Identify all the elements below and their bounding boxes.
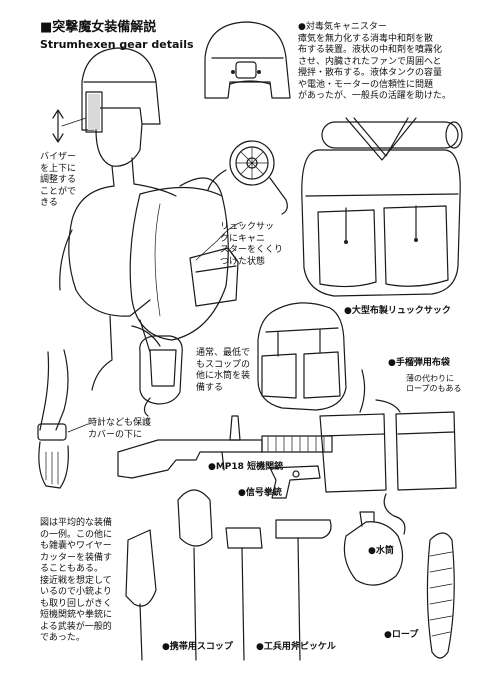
grenade-bag-drawing [319,369,457,535]
grenade-bag-label: ●手榴弾用布袋 [388,358,450,368]
page-title-english: Strumhexen gear details [40,38,194,51]
mess-kit-drawing [139,335,183,417]
pickaxe-label: ●工兵用斧ピッケル [256,642,336,652]
rope-drawing [426,532,455,659]
canister-tied-note: リュックサッ クにキャニ スターをくくり つけた状態 [220,222,284,267]
shovel-canteen-note: 通常、最低で もスコップの 他に水筒を装 備する [196,348,251,393]
mp18-label: ●MP18 短機関銃 [208,462,284,472]
equipment-note: 図は平均的な装備 の一例。この他に も雑嚢やワイヤー カッターを装備す ることも… [40,518,113,643]
small-backpack-drawing [257,302,347,411]
canteen-label: ●水筒 [368,546,394,556]
flare-gun-drawing [269,465,321,499]
watch-note: 時計なども保護 カバーの下に [88,418,152,440]
rope-label: ●ロープ [384,630,419,640]
helmet-drawing [204,21,291,99]
rope-strap-note: 薄の代わりに ロープのもある [406,374,462,393]
worn-backpack-drawing [129,177,239,341]
canister-description: ●対毒気キャニスター 瘴気を無力化する消毒中和剤を散 布する装置。液状の中和剤を… [298,22,451,101]
mp18-drawing [117,415,333,479]
page-title-japanese: ■突撃魔女装備解説 [40,20,157,35]
flare-gun-label: ●信号拳銃 [238,488,282,498]
canteen-drawing [343,511,404,586]
visor-arrow [52,109,64,143]
visor-note: バイザー を上下に 調整する ことがで きる [40,152,77,208]
soldier-figure-drawing [59,47,177,391]
large-backpack-drawing [301,117,463,297]
tools-drawing [125,489,332,661]
shovel-label: ●携帯用スコップ [162,642,233,652]
canister-drawing [207,140,288,215]
arm-watch-drawing [37,349,69,489]
large-backpack-label: ●大型布製リュックサック [344,306,451,316]
